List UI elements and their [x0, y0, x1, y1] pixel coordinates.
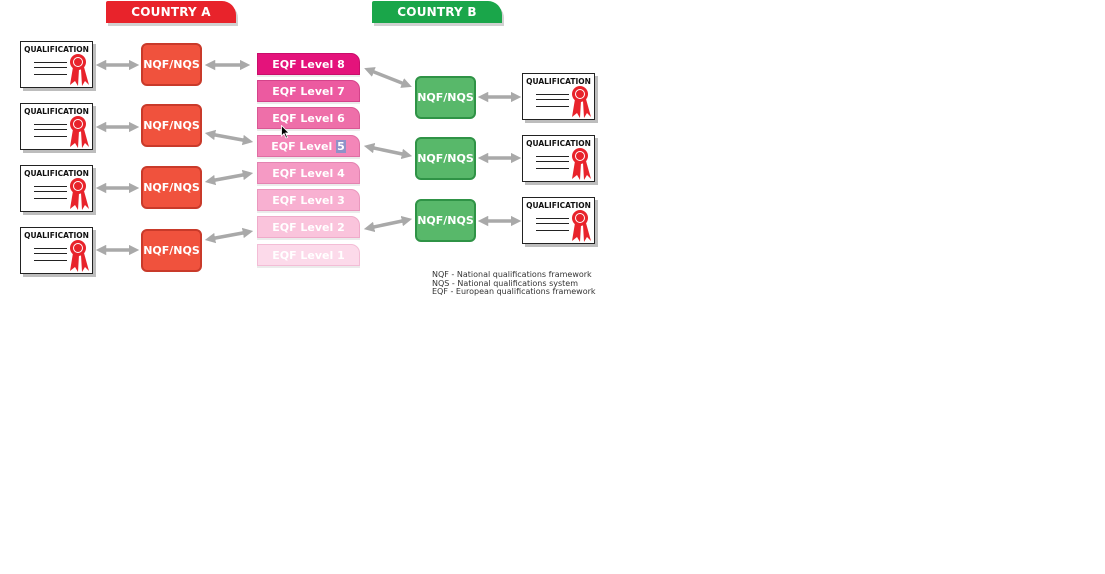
arrow-nqf-a3-eqf4 — [204, 169, 254, 186]
nqf-nqs-box-a2: NQF/NQS — [141, 104, 202, 147]
nqf-nqs-box-a3: NQF/NQS — [141, 166, 202, 209]
eqf-level-7: EQF Level 7 — [257, 80, 360, 102]
country-a-banner: COUNTRY A — [106, 1, 236, 23]
eqf-level-4: EQF Level 4 — [257, 162, 360, 184]
text-lines-icon — [34, 62, 67, 75]
eqf-level-2: EQF Level 2 — [257, 216, 360, 238]
text-lines-icon — [34, 248, 67, 261]
seal-ribbon-icon — [572, 210, 591, 242]
qualification-title: QUALIFICATION — [24, 45, 89, 54]
legend-item-eqf: EQF - European qualifications framework — [432, 287, 596, 296]
text-lines-icon — [34, 186, 67, 199]
text-lines-icon — [536, 156, 569, 169]
qualification-title: QUALIFICATION — [526, 77, 591, 86]
eqf-level-3: EQF Level 3 — [257, 189, 360, 211]
arrow-eqf2-nqf-b3 — [363, 215, 413, 233]
country-b-banner: COUNTRY B — [372, 1, 502, 23]
nqf-nqs-box-b2: NQF/NQS — [415, 137, 476, 180]
nqf-nqs-box-b3: NQF/NQS — [415, 199, 476, 242]
qualification-card-b1: QUALIFICATION — [522, 73, 595, 120]
nqf-nqs-box-a1: NQF/NQS — [141, 43, 202, 86]
seal-ribbon-icon — [572, 86, 591, 118]
eqf-level-8: EQF Level 8 — [257, 53, 360, 75]
legend-item-nqf: NQF - National qualifications framework — [432, 270, 592, 279]
nqf-nqs-box-b1: NQF/NQS — [415, 76, 476, 119]
eqf-level-1: EQF Level 1 — [257, 244, 360, 266]
qualification-card-b2: QUALIFICATION — [522, 135, 595, 182]
qualification-card-b3: QUALIFICATION — [522, 197, 595, 244]
arrow-eqf5-nqf-b2 — [363, 142, 413, 160]
seal-ribbon-icon — [572, 148, 591, 180]
qualification-card-a4: QUALIFICATION — [20, 227, 93, 274]
legend: NQF - National qualifications framework … — [432, 270, 596, 297]
text-lines-icon — [536, 218, 569, 231]
qualification-title: QUALIFICATION — [526, 139, 591, 148]
nqf-nqs-box-a4: NQF/NQS — [141, 229, 202, 272]
eqf-level-5-label: EQF Level — [271, 139, 337, 153]
arrow-eqf8-nqf-b1 — [364, 67, 412, 88]
arrow-nqf-a2-eqf6 — [204, 129, 254, 146]
eqf-level-5: EQF Level 5 — [257, 135, 360, 157]
seal-ribbon-icon — [70, 178, 89, 210]
qualification-title: QUALIFICATION — [24, 231, 89, 240]
eqf-level-6: EQF Level 6 — [257, 107, 360, 129]
arrow-nqf-a4-eqf2 — [204, 227, 254, 244]
qualification-title: QUALIFICATION — [526, 201, 591, 210]
mouse-cursor-icon — [281, 125, 290, 139]
qualification-card-a2: QUALIFICATION — [20, 103, 93, 150]
qualification-card-a1: QUALIFICATION — [20, 41, 93, 88]
text-lines-icon — [536, 94, 569, 107]
qualification-title: QUALIFICATION — [24, 169, 89, 178]
seal-ribbon-icon — [70, 54, 89, 86]
selected-text-highlight[interactable]: 5 — [336, 139, 346, 153]
seal-ribbon-icon — [70, 116, 89, 148]
seal-ribbon-icon — [70, 240, 89, 272]
legend-item-nqs: NQS - National qualifications system — [432, 278, 579, 288]
qualification-card-a3: QUALIFICATION — [20, 165, 93, 212]
text-lines-icon — [34, 124, 67, 137]
qualification-title: QUALIFICATION — [24, 107, 89, 116]
